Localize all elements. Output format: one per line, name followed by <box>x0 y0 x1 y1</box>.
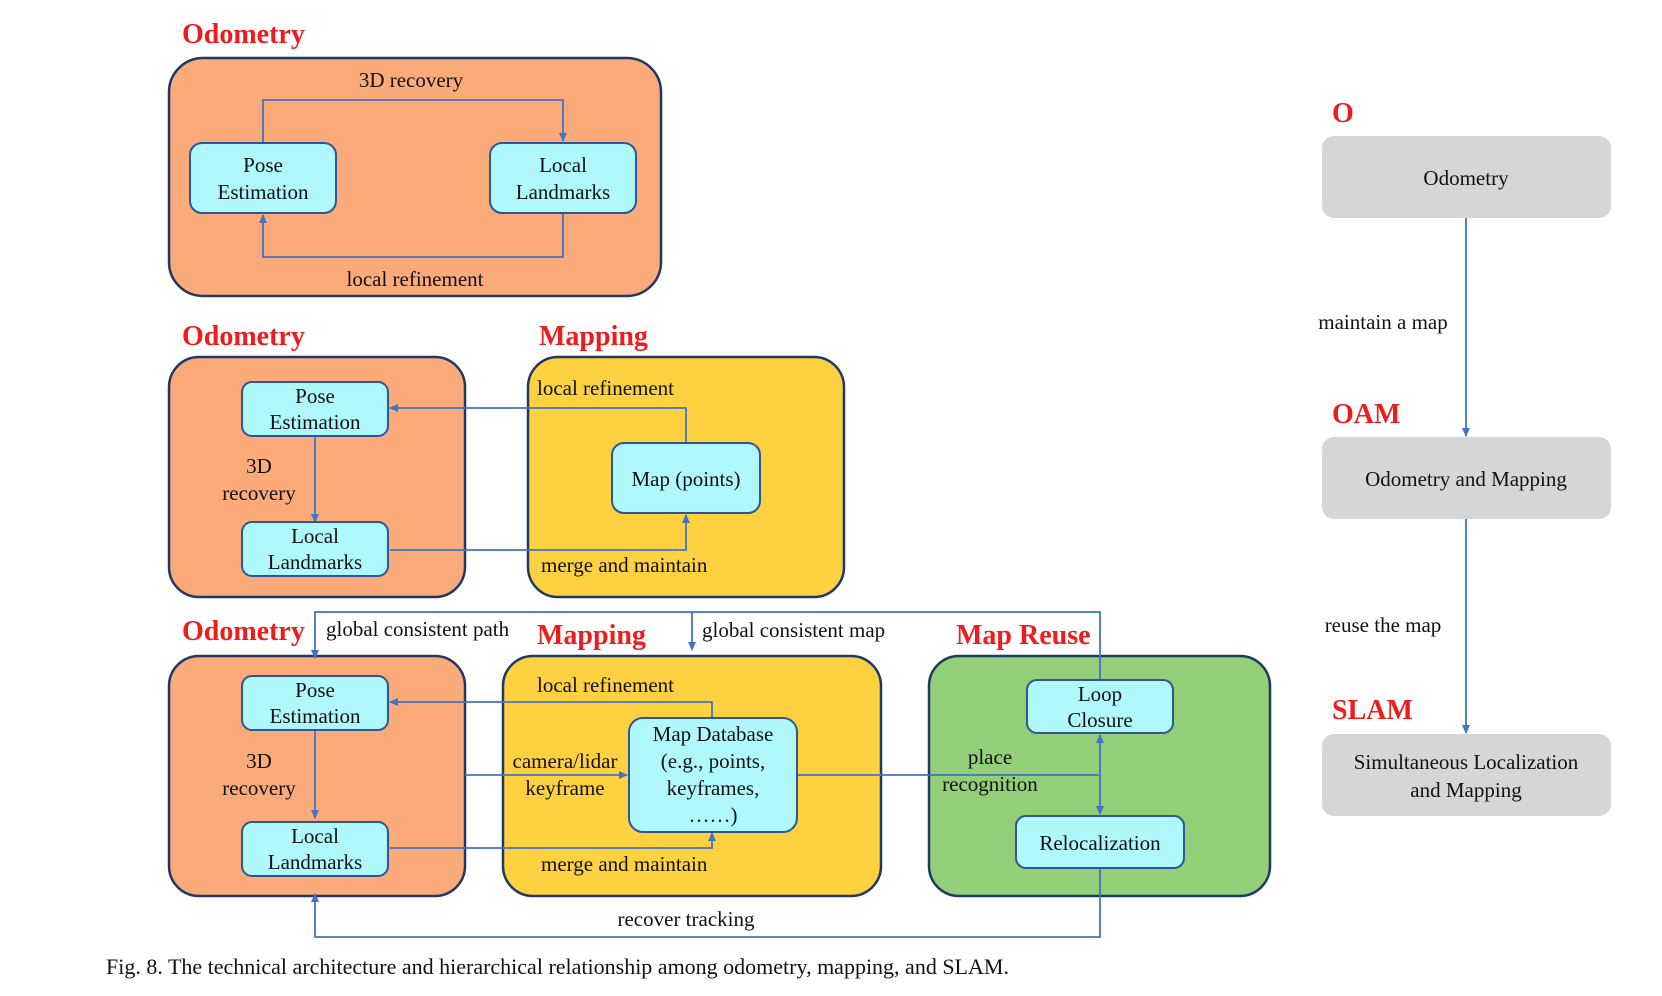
row2-merge-maintain-label: merge and maintain <box>541 553 708 577</box>
row3-pose-line1: Pose <box>295 678 335 702</box>
row1-pose-line2: Estimation <box>218 180 309 204</box>
row2-local-refinement-arrow <box>389 404 687 443</box>
row3-local-refinement-label: local refinement <box>537 673 674 697</box>
row3-global-path-label: global consistent path <box>326 617 510 641</box>
row3-pose-line2: Estimation <box>270 704 361 728</box>
row2-mapping-title: Mapping <box>539 321 648 352</box>
figure-caption: Fig. 8. The technical architecture and h… <box>106 954 1009 979</box>
row3-landmarks-line1: Local <box>291 824 339 848</box>
row3-relocalization-node <box>1015 815 1185 869</box>
row3-group: Odometry Mapping Map Reuse global consis… <box>167 611 1272 938</box>
row3-pose-estimation-node <box>241 675 389 731</box>
row3-recovery-line2: recovery <box>222 776 296 800</box>
row1-pose-line1: Pose <box>243 153 283 177</box>
row3-keyframe-line1: camera/lidar <box>513 749 618 773</box>
row2-map-points-label: Map (points) <box>631 467 740 491</box>
row3-recovery-line1: 3D <box>246 749 272 773</box>
row3-mapping-title: Mapping <box>537 620 646 651</box>
row1-odometry-title: Odometry <box>182 19 305 50</box>
row3-local-refinement-arrow <box>389 698 713 718</box>
row3-db-line2: (e.g., points, <box>661 749 765 773</box>
row2-recovery-line1: 3D <box>246 454 272 478</box>
hierarchy-reuse-map-label: reuse the map <box>1325 613 1442 637</box>
row1-group: Odometry 3D recovery local refinement Po… <box>167 19 663 298</box>
row1-odometry-panel <box>167 56 663 298</box>
row3-map-reuse-title: Map Reuse <box>956 620 1091 651</box>
row3-landmarks-line2: Landmarks <box>268 850 362 874</box>
row1-local-landmarks-node <box>489 142 637 214</box>
row3-global-path-arrow <box>311 611 1101 680</box>
row2-recovery-line2: recovery <box>222 481 296 505</box>
row3-merge-maintain-arrow <box>390 832 716 849</box>
hierarchy-odometry-box <box>1322 136 1611 218</box>
row1-local-refinement-label: local refinement <box>346 267 483 291</box>
hierarchy-slam-line1: Simultaneous Localization <box>1354 750 1579 774</box>
row2-pose-estimation-node <box>241 381 389 437</box>
row3-global-map-label: global consistent map <box>702 618 885 642</box>
hierarchy-odometry-label: Odometry <box>1423 166 1509 190</box>
row3-db-line3: keyframes, <box>667 776 760 800</box>
row2-pose-line1: Pose <box>295 384 335 408</box>
row3-loop-line1: Loop <box>1078 682 1122 706</box>
hierarchy-oam-label: Odometry and Mapping <box>1365 467 1567 491</box>
row1-3d-recovery-label: 3D recovery <box>359 68 464 92</box>
row3-place-line1: place <box>968 745 1012 769</box>
row3-map-database-node <box>628 717 798 833</box>
row2-pose-line2: Estimation <box>270 410 361 434</box>
row3-recover-tracking-arrow <box>311 868 1101 938</box>
row2-landmarks-line1: Local <box>291 524 339 548</box>
row3-loop-closure-node <box>1026 679 1174 734</box>
row2-odometry-title: Odometry <box>182 321 305 352</box>
hierarchy-slam-tag: SLAM <box>1332 695 1413 726</box>
hierarchy-o-tag: O <box>1332 98 1354 129</box>
row1-3d-recovery-arrow <box>262 99 567 143</box>
row3-loop-line2: Closure <box>1067 708 1132 732</box>
hierarchy-oam-box <box>1322 437 1611 519</box>
row3-keyframe-line2: keyframe <box>525 776 604 800</box>
row3-merge-maintain-label: merge and maintain <box>541 852 708 876</box>
row2-group: Odometry Mapping 3D recovery local refin… <box>167 321 846 599</box>
row2-landmarks-line2: Landmarks <box>268 550 362 574</box>
hierarchy-slam-box <box>1322 734 1611 816</box>
row3-recover-tracking-label: recover tracking <box>617 907 755 931</box>
row1-landmarks-line2: Landmarks <box>516 180 610 204</box>
row2-local-landmarks-node <box>241 521 389 577</box>
hierarchy-oam-tag: OAM <box>1332 399 1400 430</box>
row1-landmarks-line1: Local <box>539 153 587 177</box>
row3-odometry-title: Odometry <box>182 616 305 647</box>
hierarchy-maintain-map-label: maintain a map <box>1318 310 1447 334</box>
row3-local-landmarks-node <box>241 821 389 877</box>
row2-merge-maintain-arrow <box>390 514 690 551</box>
hierarchy-slam-line2: and Mapping <box>1410 778 1522 802</box>
row3-db-line1: Map Database <box>653 722 774 746</box>
row2-map-points-node <box>611 442 761 514</box>
row3-place-line2: recognition <box>942 772 1038 796</box>
row1-local-refinement-arrow <box>259 213 564 258</box>
row1-pose-estimation-node <box>189 142 337 214</box>
row2-local-refinement-label: local refinement <box>537 376 674 400</box>
row3-reloc-label: Relocalization <box>1039 831 1161 855</box>
row3-db-line4: ……) <box>689 803 738 827</box>
hierarchy-group: O Odometry maintain a map OAM Odometry a… <box>1318 98 1611 816</box>
